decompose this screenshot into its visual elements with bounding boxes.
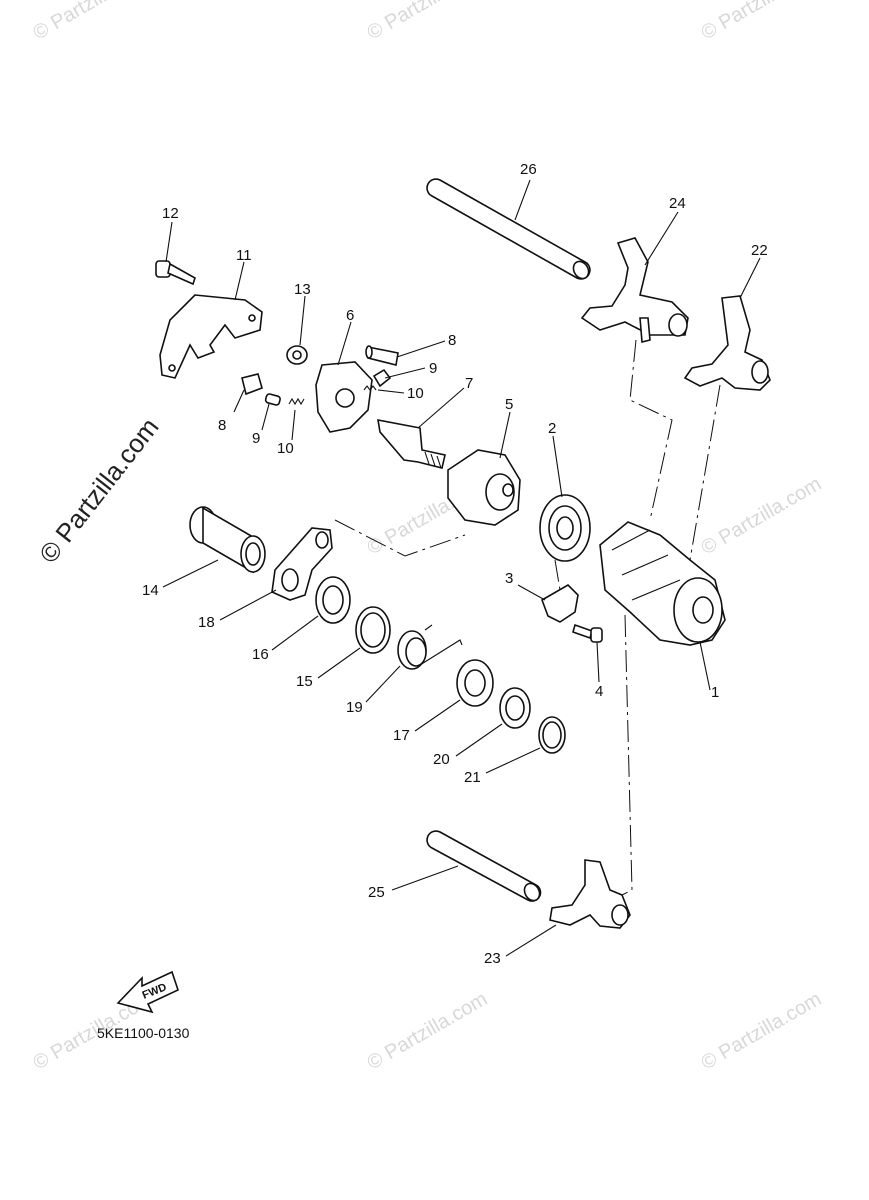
part-11-stopper-plate (159, 294, 263, 379)
part-16-washer (315, 576, 351, 624)
watermark-text: © Partzilla.com (698, 988, 826, 1074)
part-7-shift-shaft (377, 418, 446, 469)
callout-6: 6 (346, 307, 354, 324)
callout-labels: 1 2 3 4 5 6 7 8 8 9 9 10 10 11 12 13 14 … (142, 161, 768, 967)
part-9-pin-lower (264, 393, 281, 406)
watermark-text: © Partzilla.com (364, 0, 492, 44)
part-19-torsion-spring (397, 624, 463, 670)
leader-lines (162, 179, 761, 957)
callout-5: 5 (505, 396, 513, 413)
callout-10-lower: 10 (277, 440, 294, 457)
callout-9-upper: 9 (429, 360, 437, 377)
callout-4: 4 (595, 683, 603, 700)
fwd-arrow-icon: FWD (116, 970, 179, 1014)
callout-26: 26 (520, 161, 537, 178)
part-5-drum-segment (447, 449, 521, 526)
part-10-spring-upper (363, 385, 377, 391)
watermark-text: © Partzilla.com (698, 473, 826, 559)
callout-21: 21 (464, 769, 481, 786)
watermark-main-text: © Partzilla.com (33, 412, 165, 569)
callout-9-lower: 9 (252, 430, 260, 447)
part-15-circlip (355, 606, 391, 654)
part-14-collar (189, 506, 266, 574)
part-23-shift-fork (549, 859, 631, 929)
part-8-pawl-lower (241, 373, 263, 396)
watermark-text: © Partzilla.com (698, 0, 826, 44)
watermark-text: © Partzilla.com (30, 0, 158, 44)
alignment-lines (334, 339, 721, 896)
part-25-shift-fork-shaft (426, 830, 542, 902)
part-20-washer (499, 687, 531, 729)
part-9-pin-upper (372, 368, 392, 388)
callout-1: 1 (711, 684, 719, 701)
part-18-shift-lever (271, 527, 333, 601)
callout-18: 18 (198, 614, 215, 631)
part-6-segment (315, 361, 373, 433)
callout-25: 25 (368, 884, 385, 901)
callout-7: 7 (465, 375, 473, 392)
callout-12: 12 (162, 205, 179, 222)
callout-15: 15 (296, 673, 313, 690)
callout-17: 17 (393, 727, 410, 744)
part-2-bearing (539, 494, 591, 562)
part-24-shift-fork (580, 237, 689, 344)
callout-8-lower: 8 (218, 417, 226, 434)
part-1-shift-drum (599, 521, 726, 646)
part-17-washer (456, 659, 494, 707)
watermark-text: © Partzilla.com (364, 988, 492, 1074)
callout-19: 19 (346, 699, 363, 716)
part-13-collar (286, 345, 308, 365)
callout-2: 2 (548, 420, 556, 437)
part-22-shift-fork (683, 295, 771, 391)
callout-14: 14 (142, 582, 159, 599)
watermarks: © Partzilla.com © Partzilla.com © Partzi… (30, 0, 826, 1074)
callout-22: 22 (751, 242, 768, 259)
callout-3: 3 (505, 570, 513, 587)
callout-16: 16 (252, 646, 269, 663)
part-3-plate (541, 584, 579, 623)
part-26-shift-fork-shaft (426, 178, 591, 280)
part-4-screw (572, 623, 603, 643)
part-8-pawl-upper (365, 345, 399, 366)
part-10-spring-lower (288, 397, 305, 406)
callout-20: 20 (433, 751, 450, 768)
callout-24: 24 (669, 195, 686, 212)
callout-23: 23 (484, 950, 501, 967)
callout-8-upper: 8 (448, 332, 456, 349)
part-12-bolt (155, 260, 196, 286)
callout-11: 11 (236, 247, 252, 264)
part-21-circlip (538, 716, 566, 754)
diagram-code: 5KE1100-0130 (97, 1025, 190, 1041)
callout-10-upper: 10 (407, 385, 424, 402)
callout-13: 13 (294, 281, 311, 298)
